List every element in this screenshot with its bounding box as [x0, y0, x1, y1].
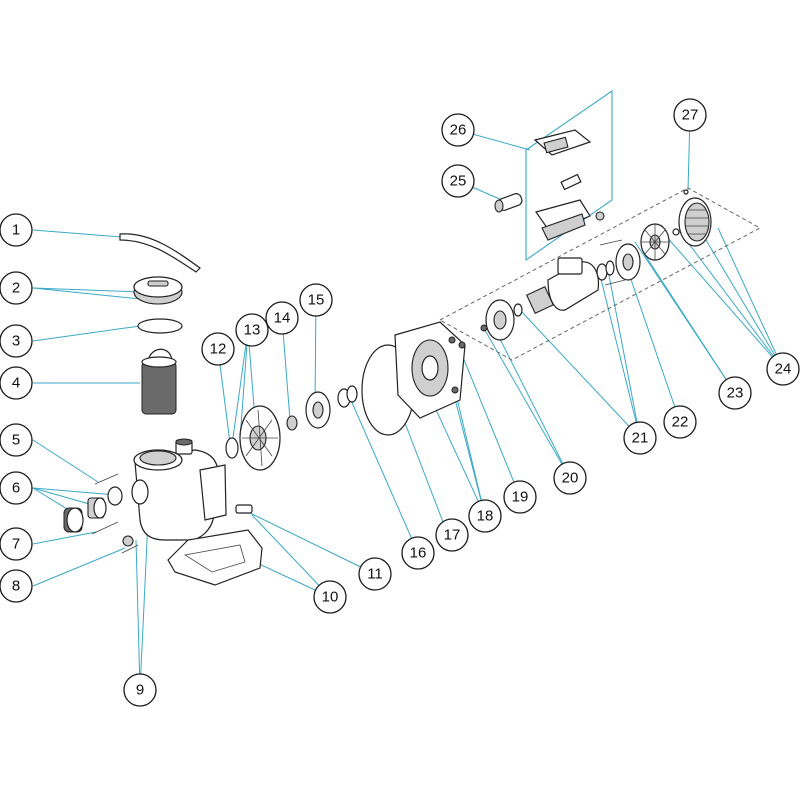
impeller-part	[305, 391, 331, 429]
callout-9: 9	[123, 673, 157, 707]
callout-18: 18	[468, 499, 502, 533]
callout-26: 26	[441, 113, 475, 147]
cover-screw-part	[683, 189, 689, 195]
svg-text:26: 26	[450, 122, 467, 139]
callout-4: 4	[0, 366, 33, 400]
svg-text:16: 16	[410, 545, 427, 562]
svg-text:17: 17	[444, 527, 461, 544]
svg-text:10: 10	[322, 589, 339, 606]
capacitor-part	[494, 193, 523, 213]
union-set-part	[63, 486, 123, 533]
callouts: 1 2 3 4 5 6 7 8 9 10 11 12 13 14 15 16 1…	[0, 98, 800, 707]
callout-10: 10	[313, 580, 347, 614]
motor-flange-part	[480, 299, 515, 341]
callout-21: 21	[623, 421, 657, 455]
svg-text:9: 9	[136, 682, 144, 699]
svg-text:21: 21	[632, 430, 649, 447]
svg-text:5: 5	[12, 432, 20, 449]
callout-16: 16	[401, 536, 435, 570]
callout-17: 17	[435, 518, 469, 552]
callout-27: 27	[673, 98, 707, 132]
svg-text:27: 27	[682, 107, 699, 124]
motor-bolt-part	[458, 341, 466, 349]
rear-flange-part	[615, 243, 641, 281]
callout-5: 5	[0, 423, 33, 457]
callout-15: 15	[299, 283, 333, 317]
callout-6: 6	[0, 471, 33, 505]
svg-text:19: 19	[512, 489, 529, 506]
callout-22: 22	[663, 405, 697, 439]
svg-text:4: 4	[12, 375, 20, 392]
fan-part	[599, 223, 670, 286]
callout-2: 2	[0, 271, 33, 305]
pump-body-part	[131, 438, 227, 541]
svg-text:25: 25	[450, 173, 467, 190]
mechanical-seal-part	[337, 385, 358, 408]
callout-13: 13	[235, 313, 269, 347]
impeller-nut-part	[286, 415, 298, 431]
svg-text:2: 2	[12, 280, 20, 297]
callout-14: 14	[265, 301, 299, 335]
svg-text:18: 18	[477, 508, 494, 525]
screw-part	[94, 473, 119, 485]
svg-text:22: 22	[672, 414, 689, 431]
svg-text:23: 23	[727, 385, 744, 402]
svg-text:3: 3	[12, 333, 20, 350]
pump-lid-part	[133, 276, 183, 305]
callout-1: 1	[0, 213, 33, 247]
lid-o-ring-part	[137, 318, 183, 334]
foot-pad-part	[235, 504, 253, 514]
seal-plate-part	[394, 321, 466, 419]
svg-text:8: 8	[12, 578, 20, 595]
callout-8: 8	[0, 569, 33, 603]
callout-7: 7	[0, 527, 33, 561]
callout-25: 25	[441, 164, 475, 198]
svg-text:7: 7	[12, 536, 20, 553]
callout-12: 12	[201, 332, 235, 366]
svg-text:12: 12	[210, 341, 227, 358]
svg-text:24: 24	[775, 361, 792, 378]
diffuser-part	[239, 405, 281, 471]
svg-text:6: 6	[12, 480, 20, 497]
callout-19: 19	[503, 480, 537, 514]
lid-handle-part	[119, 233, 201, 273]
terminal-box-part	[533, 129, 605, 241]
bolt-part	[91, 521, 119, 535]
svg-text:15: 15	[308, 292, 325, 309]
svg-text:11: 11	[367, 566, 383, 583]
strainer-basket-part	[141, 348, 177, 415]
terminal-box-frame	[525, 89, 613, 262]
callout-11: 11	[358, 557, 392, 591]
svg-text:14: 14	[274, 310, 291, 327]
svg-text:1: 1	[12, 222, 20, 239]
callout-3: 3	[0, 324, 33, 358]
callout-24: 24	[766, 352, 800, 386]
pump-base-part	[167, 529, 263, 586]
svg-text:20: 20	[562, 470, 579, 487]
svg-text:13: 13	[244, 322, 261, 339]
fan-cover-part	[672, 197, 712, 247]
motor-part	[513, 257, 615, 317]
diffuser-o-ring-part	[225, 437, 239, 459]
callout-20: 20	[553, 461, 587, 495]
callout-23: 23	[718, 376, 752, 410]
drain-plug-part	[121, 535, 139, 554]
